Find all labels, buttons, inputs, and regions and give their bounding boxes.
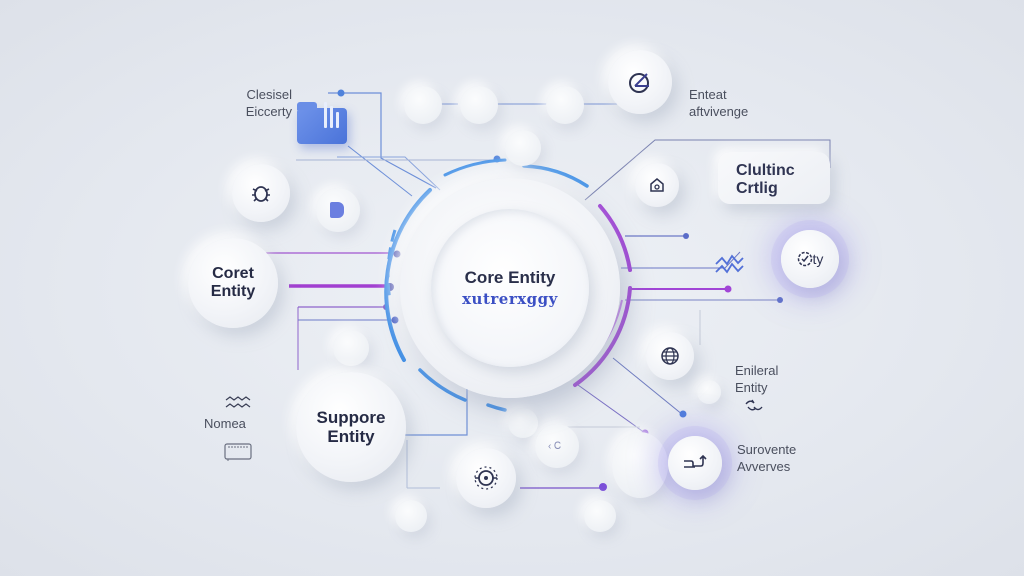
city-node-text: ty (812, 251, 824, 267)
ghost-node (508, 408, 538, 438)
bug-icon (252, 186, 270, 202)
clultinc-card-text: Clultinc Crtlig (736, 162, 795, 198)
speaker-icon (330, 202, 344, 218)
ghost-node (697, 380, 721, 404)
target-node[interactable] (456, 448, 516, 508)
house-node[interactable] (635, 163, 679, 207)
curve-arrow-node[interactable] (668, 436, 722, 490)
core-entity-node[interactable]: Core Entity xutrerxggy (431, 209, 589, 367)
ghost-node (404, 86, 442, 124)
ghost-node (333, 330, 369, 366)
core-entity-subtitle: xutrerxggy (462, 290, 558, 308)
label-top-right: Enteat aftvivenge (689, 86, 748, 120)
label-bottom-right-line2: Avverves (737, 459, 791, 474)
bug-node[interactable] (232, 164, 290, 222)
coret-entity-line1: Coret (212, 265, 254, 282)
ghost-node (584, 500, 616, 532)
label-top-right-line2: aftvivenge (689, 104, 749, 119)
target-icon (474, 466, 498, 490)
label-top-left-line2: Eiccerty (245, 104, 292, 119)
house-icon (650, 178, 664, 192)
suppore-entity-line1: Suppore (316, 408, 386, 427)
ghost-node (612, 432, 668, 498)
coret-entity-node[interactable]: Coret Entity (188, 238, 278, 328)
card-line1: Clultinc (736, 162, 795, 179)
bar-chart-icon (322, 100, 340, 128)
label-top-left-line1: Clesisel (246, 87, 292, 102)
ghost-node (505, 130, 541, 166)
label-small-center: ‹ Ꮯ (548, 441, 562, 452)
ghost-node (460, 86, 498, 124)
label-right-mid-line1: Enileral (735, 363, 779, 378)
globe-icon (661, 347, 679, 365)
label-top-left: Clesisel Eiccerty (240, 86, 292, 120)
label-nomea: Nomea (204, 416, 246, 431)
label-bottom-right: Surovente Avverves (737, 441, 796, 475)
battery-icon (224, 443, 252, 461)
city-node[interactable]: ty (781, 230, 839, 288)
ghost-node (535, 424, 579, 468)
label-top-right-line1: Enteat (689, 87, 727, 102)
wave-icon (225, 396, 251, 408)
suppore-entity-line2: Entity (327, 427, 375, 446)
analytics-node[interactable] (608, 50, 672, 114)
ghost-node (395, 500, 427, 532)
label-right-mid: Enileral Entity (735, 362, 778, 396)
clultinc-card[interactable] (718, 152, 830, 204)
check-badge-icon (797, 251, 812, 267)
core-entity-title: Core Entity (464, 268, 556, 287)
ghost-node (546, 86, 584, 124)
label-right-mid-line2: Entity (735, 380, 768, 395)
swap-arrows-icon (745, 399, 763, 411)
label-bottom-right-line1: Surovente (737, 442, 797, 457)
analytics-icon (629, 73, 649, 93)
suppore-entity-node[interactable]: Suppore Entity (296, 372, 406, 482)
globe-node[interactable] (646, 332, 694, 380)
card-line2: Crtlig (736, 180, 778, 197)
coret-entity-line2: Entity (210, 283, 256, 300)
city-node-content: ty (797, 251, 824, 267)
curve-arrow-icon (684, 454, 707, 468)
